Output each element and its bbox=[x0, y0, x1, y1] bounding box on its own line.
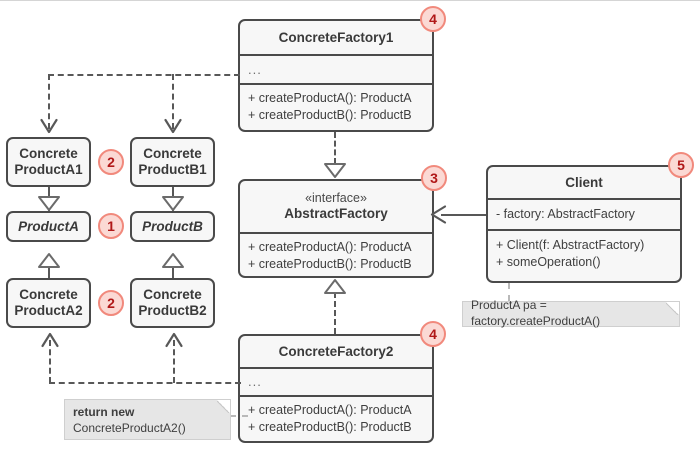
class-box-concreteproductb1[interactable]: Concrete ProductB1 bbox=[130, 137, 215, 187]
concreteproducta2-line2: ProductA2 bbox=[14, 303, 83, 318]
association-client-to-abstractfactory bbox=[441, 214, 486, 216]
concretefactory1-operation-createproductb: + createProductB(): ProductB bbox=[248, 107, 412, 122]
concretefactory1-attributes-section: ... bbox=[240, 54, 432, 83]
class-box-concreteproducta1[interactable]: Concrete ProductA1 bbox=[6, 137, 91, 187]
abstractfactory-title-section: «interface» AbstractFactory bbox=[240, 181, 432, 232]
note-anchor-factory2 bbox=[230, 415, 248, 417]
concreteproducta1-name: Concrete ProductA1 bbox=[8, 146, 89, 178]
badge-client[interactable]: 5 bbox=[668, 152, 694, 178]
concreteproductb2-line2: ProductB2 bbox=[138, 303, 207, 318]
concretefactory1-title-section: ConcreteFactory1 bbox=[240, 21, 432, 54]
badge-products-top[interactable]: 2 bbox=[98, 149, 124, 175]
concretefactory1-name: ConcreteFactory1 bbox=[278, 29, 394, 45]
generalization-triangle-producta-bottom bbox=[38, 253, 60, 268]
class-box-concreteproductb2[interactable]: Concrete ProductB2 bbox=[130, 278, 215, 328]
class-box-client[interactable]: Client - factory: AbstractFactory + Clie… bbox=[486, 165, 682, 283]
dependency-cf2-to-producta2-vertical bbox=[49, 340, 51, 383]
note-factory2-line1: return new bbox=[73, 405, 135, 419]
realization-triangle-cf1 bbox=[324, 163, 346, 178]
dependency-cf2-horizontal bbox=[49, 382, 241, 384]
concretefactory1-attributes: ... bbox=[248, 61, 262, 77]
concreteproducta1-line2: ProductA1 bbox=[14, 162, 83, 177]
note-factory2-code[interactable]: return new ConcreteProductA2() bbox=[64, 399, 231, 440]
dependency-arrowhead-productb1 bbox=[164, 118, 182, 134]
realization-cf2-to-abstractfactory bbox=[334, 292, 336, 334]
concretefactory2-title-section: ConcreteFactory2 bbox=[240, 336, 432, 367]
client-operation-constructor: + Client(f: AbstractFactory) bbox=[496, 238, 645, 252]
client-title-section: Client bbox=[488, 167, 680, 198]
badge-concretefactory1[interactable]: 4 bbox=[420, 6, 446, 32]
dependency-cf2-to-productb2-vertical bbox=[173, 340, 175, 383]
concreteproductb2-line1: Concrete bbox=[143, 287, 202, 303]
abstractfactory-stereotype: «interface» bbox=[305, 191, 367, 206]
concreteproducta2-name: Concrete ProductA2 bbox=[8, 287, 89, 319]
note-fold-icon bbox=[217, 400, 230, 413]
concreteproductb1-name: Concrete ProductB1 bbox=[132, 146, 213, 178]
client-name: Client bbox=[565, 174, 603, 190]
generalization-triangle-producta-top bbox=[38, 196, 60, 211]
client-operations-section: + Client(f: AbstractFactory) + someOpera… bbox=[488, 229, 680, 281]
note-fold-icon bbox=[666, 302, 679, 315]
concretefactory2-name: ConcreteFactory2 bbox=[278, 343, 394, 359]
abstractfactory-operations-section: + createProductA(): ProductA + createPro… bbox=[240, 232, 432, 276]
association-arrowhead-abstractfactory bbox=[430, 205, 447, 224]
client-attributes-section: - factory: AbstractFactory bbox=[488, 198, 680, 229]
concreteproducta1-line1: Concrete bbox=[19, 146, 78, 162]
abstractfactory-name: AbstractFactory bbox=[284, 206, 388, 222]
dependency-arrowhead-producta2 bbox=[41, 332, 59, 348]
concretefactory2-attributes: ... bbox=[248, 374, 262, 390]
class-box-productb[interactable]: ProductB bbox=[130, 211, 215, 242]
class-box-concretefactory1[interactable]: ConcreteFactory1 ... + createProductA():… bbox=[238, 19, 434, 132]
badge-concretefactory2[interactable]: 4 bbox=[420, 321, 446, 347]
note-client-code[interactable]: ProductA pa = factory.createProductA() bbox=[462, 298, 680, 328]
class-box-abstractfactory[interactable]: «interface» AbstractFactory + createProd… bbox=[238, 179, 434, 278]
abstractfactory-operation-createproductb: + createProductB(): ProductB bbox=[248, 256, 412, 271]
abstractfactory-operation-createproducta: + createProductA(): ProductA bbox=[248, 240, 412, 254]
client-attribute-factory: - factory: AbstractFactory bbox=[496, 207, 635, 222]
dependency-arrowhead-productb2 bbox=[165, 332, 183, 348]
concreteproducta2-line1: Concrete bbox=[19, 287, 78, 303]
dependency-cf1-horizontal bbox=[48, 74, 240, 76]
dependency-cf1-to-productb1-vertical bbox=[172, 74, 174, 129]
badge-abstractfactory[interactable]: 3 bbox=[421, 165, 447, 191]
class-box-concreteproducta2[interactable]: Concrete ProductA2 bbox=[6, 278, 91, 328]
note-client-code-text: ProductA pa = factory.createProductA() bbox=[471, 298, 601, 328]
productb-name: ProductB bbox=[142, 218, 203, 234]
concretefactory2-operation-createproductb: + createProductB(): ProductB bbox=[248, 419, 412, 434]
concretefactory1-operation-createproducta: + createProductA(): ProductA bbox=[248, 91, 412, 105]
concreteproductb1-line1: Concrete bbox=[143, 146, 202, 162]
generalization-triangle-productb-bottom bbox=[162, 253, 184, 268]
badge-products-bottom[interactable]: 2 bbox=[98, 290, 124, 316]
generalization-triangle-productb-top bbox=[162, 196, 184, 211]
badge-interfaces[interactable]: 1 bbox=[98, 213, 124, 239]
class-box-concretefactory2[interactable]: ConcreteFactory2 ... + createProductA():… bbox=[238, 334, 434, 443]
concretefactory1-operations-section: + createProductA(): ProductA + createPro… bbox=[240, 83, 432, 130]
concretefactory2-attributes-section: ... bbox=[240, 367, 432, 395]
dependency-arrowhead-producta1 bbox=[40, 118, 58, 134]
concretefactory2-operations-section: + createProductA(): ProductA + createPro… bbox=[240, 395, 432, 441]
concretefactory2-operation-createproducta: + createProductA(): ProductA bbox=[248, 403, 412, 417]
dependency-cf1-to-producta1-vertical bbox=[48, 74, 50, 129]
client-operation-someoperation: + someOperation() bbox=[496, 254, 601, 269]
producta-name: ProductA bbox=[18, 218, 79, 234]
note-anchor-client bbox=[508, 283, 510, 301]
class-box-producta[interactable]: ProductA bbox=[6, 211, 91, 242]
realization-triangle-cf2 bbox=[324, 279, 346, 294]
concreteproductb2-name: Concrete ProductB2 bbox=[132, 287, 213, 319]
concreteproductb1-line2: ProductB1 bbox=[138, 162, 207, 177]
realization-cf1-to-abstractfactory bbox=[334, 132, 336, 164]
note-factory2-line2: ConcreteProductA2() bbox=[73, 420, 186, 435]
